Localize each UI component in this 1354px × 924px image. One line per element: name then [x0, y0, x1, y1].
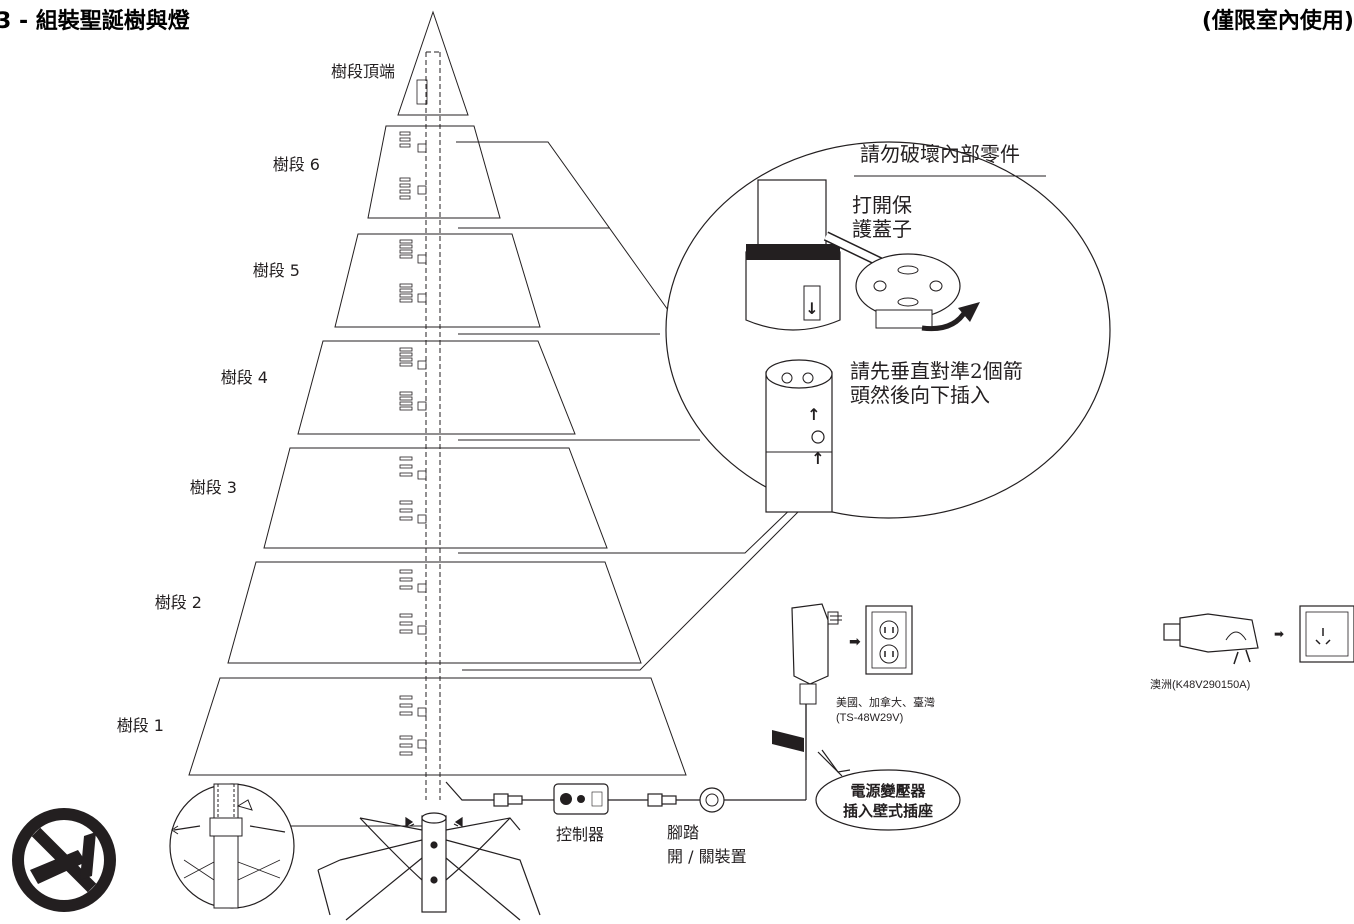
adapter-callout-line2: 插入壁式插座: [843, 802, 933, 820]
arrow-right-icon: ➡: [849, 634, 861, 650]
up-arrow-icon: ↑: [811, 449, 824, 468]
connector-detail-circle: ↓ ↑ ↑ 請勿破壞內部零件 打開保 護蓋子 請先垂直對準2個箭 頭然後向下插入: [665, 141, 1111, 519]
align-instruction: 請先垂直對準2個箭: [850, 359, 1023, 383]
segment-label-2: 樹段 2: [155, 593, 202, 612]
tree-segment-top: [397, 10, 469, 116]
segment-label-3: 樹段 3: [190, 478, 237, 497]
no-tool-icon: [12, 808, 116, 912]
page-title: 3 - 組裝聖誕樹與燈: [0, 8, 191, 34]
us-adapter-model: (TS-48W29V): [836, 712, 903, 724]
segment-label-6: 樹段 6: [273, 155, 320, 174]
foot-switch-label-2: 開 / 關裝置: [667, 847, 747, 866]
segment-label-5: 樹段 5: [253, 261, 300, 280]
foot-switch: [699, 787, 725, 813]
up-arrow-icon: ↑: [807, 405, 820, 424]
down-arrow-icon: ↓: [805, 299, 818, 318]
foot-switch-label: 腳踏: [667, 823, 699, 842]
segment-label-1: 樹段 1: [117, 716, 164, 735]
au-adapter-model: 澳洲(K48V290150A): [1150, 678, 1250, 691]
tree-segment-5: [334, 233, 541, 328]
tree-segment-1: [188, 677, 687, 776]
adapter-callout: 電源變壓器 插入壁式插座: [815, 749, 961, 831]
controller-label: 控制器: [556, 825, 604, 844]
segment-label-top: 樹段頂端: [331, 62, 395, 81]
controller-box: [553, 783, 609, 815]
indoor-only-note: (僅限室內使用): [1202, 8, 1354, 34]
protective-cap: [855, 253, 961, 319]
us-wall-outlet: [865, 605, 913, 675]
tree-segment-6: [367, 125, 501, 219]
callout-lines: [456, 141, 821, 671]
center-pole: [425, 51, 441, 800]
do-not-damage-warning: 請勿破壞內部零件: [860, 142, 1020, 166]
power-cord: [445, 690, 807, 807]
adapter-callout-line1: 電源變壓器: [850, 782, 926, 800]
arrow-right-icon: ➡: [1274, 627, 1284, 641]
open-cap-instruction: 打開保: [852, 193, 912, 217]
tree-segment-4: [297, 340, 576, 435]
tree-segment-2: [227, 561, 642, 664]
open-cap-instruction-2: 護蓋子: [852, 217, 912, 241]
us-adapter-regions: 美國、加拿大、臺灣: [836, 695, 935, 709]
tree-stand: [317, 812, 541, 921]
au-wall-outlet: [1299, 605, 1354, 663]
au-power-adapter: [1163, 613, 1259, 665]
stand-detail-circle: [169, 783, 422, 909]
segment-label-4: 樹段 4: [221, 368, 268, 387]
align-instruction-2: 頭然後向下插入: [850, 383, 990, 407]
us-power-adapter: [772, 603, 842, 760]
tree-segment-3: [263, 447, 608, 549]
light-strands: [399, 131, 427, 756]
